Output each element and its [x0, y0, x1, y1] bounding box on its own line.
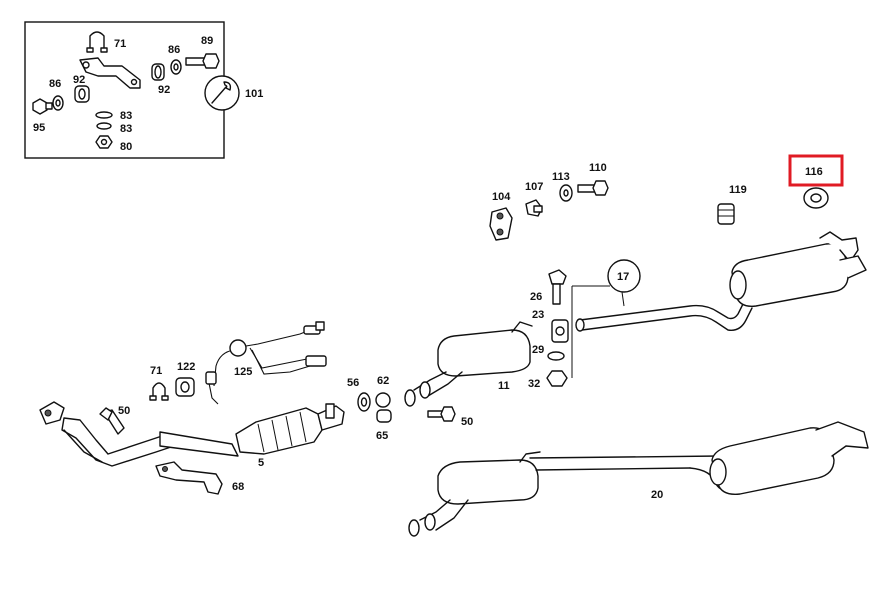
washer-29[interactable]	[547, 351, 565, 361]
label-110: 110	[589, 162, 607, 174]
label-11: 11	[498, 380, 510, 392]
label-80-inset: 80	[120, 141, 132, 153]
rear-muffler-upper[interactable]	[729, 231, 867, 307]
washer-86-left[interactable]	[52, 95, 64, 111]
label-95-inset: 95	[33, 122, 45, 134]
label-92b-inset: 92	[158, 84, 170, 96]
wrench-tool-101[interactable]	[204, 75, 240, 111]
label-86a-inset: 86	[49, 78, 61, 90]
highlight-box-116	[788, 154, 844, 187]
rear-pipe-upper	[579, 301, 745, 321]
label-119: 119	[729, 184, 747, 196]
label-107: 107	[525, 181, 543, 193]
label-71: 71	[150, 365, 162, 377]
u-bolt-71[interactable]	[86, 31, 108, 53]
bolt-95[interactable]	[32, 98, 53, 115]
label-116: 116	[805, 166, 823, 178]
gasket-56[interactable]	[357, 392, 371, 412]
washer-113[interactable]	[559, 184, 573, 202]
clip-107[interactable]	[525, 199, 543, 217]
label-26: 26	[530, 291, 542, 303]
bolt-26[interactable]	[548, 269, 567, 305]
inset-frame	[24, 21, 225, 159]
label-86b-inset: 86	[168, 44, 180, 56]
clamp-23[interactable]	[551, 319, 569, 343]
label-68: 68	[232, 481, 244, 493]
hardware-inset: 71 92 92 86 89 101	[24, 21, 263, 159]
label-65: 65	[376, 430, 388, 442]
nut-32[interactable]	[546, 370, 568, 387]
label-83b-inset: 83	[120, 123, 132, 135]
front-downpipe[interactable]	[39, 401, 239, 467]
label-92a-inset: 92	[73, 74, 85, 86]
label-50-right: 50	[461, 416, 473, 428]
label-125: 125	[234, 366, 252, 378]
label-56: 56	[347, 377, 359, 389]
callout-17	[572, 259, 641, 307]
stud-50-left[interactable]	[99, 407, 125, 435]
oxygen-sensor-125[interactable]	[205, 321, 327, 405]
label-89-inset: 89	[201, 35, 213, 47]
mount-104[interactable]	[489, 207, 513, 241]
exhaust-assembly-20[interactable]	[408, 421, 869, 537]
bolt-110[interactable]	[577, 180, 609, 196]
nut-80[interactable]	[95, 135, 113, 149]
label-62: 62	[377, 375, 389, 387]
label-101-inset: 101	[245, 88, 263, 100]
u-bolt-71[interactable]	[149, 382, 169, 401]
rubber-119[interactable]	[717, 203, 735, 225]
label-32: 32	[528, 378, 540, 390]
label-122: 122	[177, 361, 195, 373]
label-29: 29	[532, 344, 544, 356]
label-5: 5	[258, 457, 264, 469]
label-20: 20	[651, 489, 663, 501]
bolt-50-right[interactable]	[427, 406, 456, 422]
washer-83-a[interactable]	[95, 111, 113, 119]
rear-pipe-lower	[581, 307, 753, 331]
ring-65[interactable]	[376, 409, 392, 423]
rubber-ring-116[interactable]	[803, 187, 829, 209]
rubber-mount-92-left[interactable]	[74, 85, 90, 103]
washer-86-top[interactable]	[170, 59, 182, 75]
label-71-inset: 71	[114, 38, 126, 50]
bracket-92[interactable]	[79, 57, 141, 89]
label-104: 104	[492, 191, 511, 203]
catalytic-converter-5[interactable]	[235, 403, 345, 455]
bolt-89[interactable]	[185, 53, 220, 69]
label-113: 113	[552, 171, 570, 183]
label-50-left: 50	[118, 405, 130, 417]
pipe-end-upper	[575, 318, 585, 332]
washer-83-b[interactable]	[96, 122, 112, 130]
label-23: 23	[532, 309, 544, 321]
bracket-68[interactable]	[155, 461, 223, 495]
ring-62[interactable]	[375, 392, 391, 408]
label-17: 17	[617, 271, 629, 283]
label-83a-inset: 83	[120, 110, 132, 122]
rubber-122[interactable]	[175, 377, 195, 397]
rubber-mount-92[interactable]	[151, 63, 165, 81]
center-muffler-11[interactable]	[404, 321, 533, 407]
